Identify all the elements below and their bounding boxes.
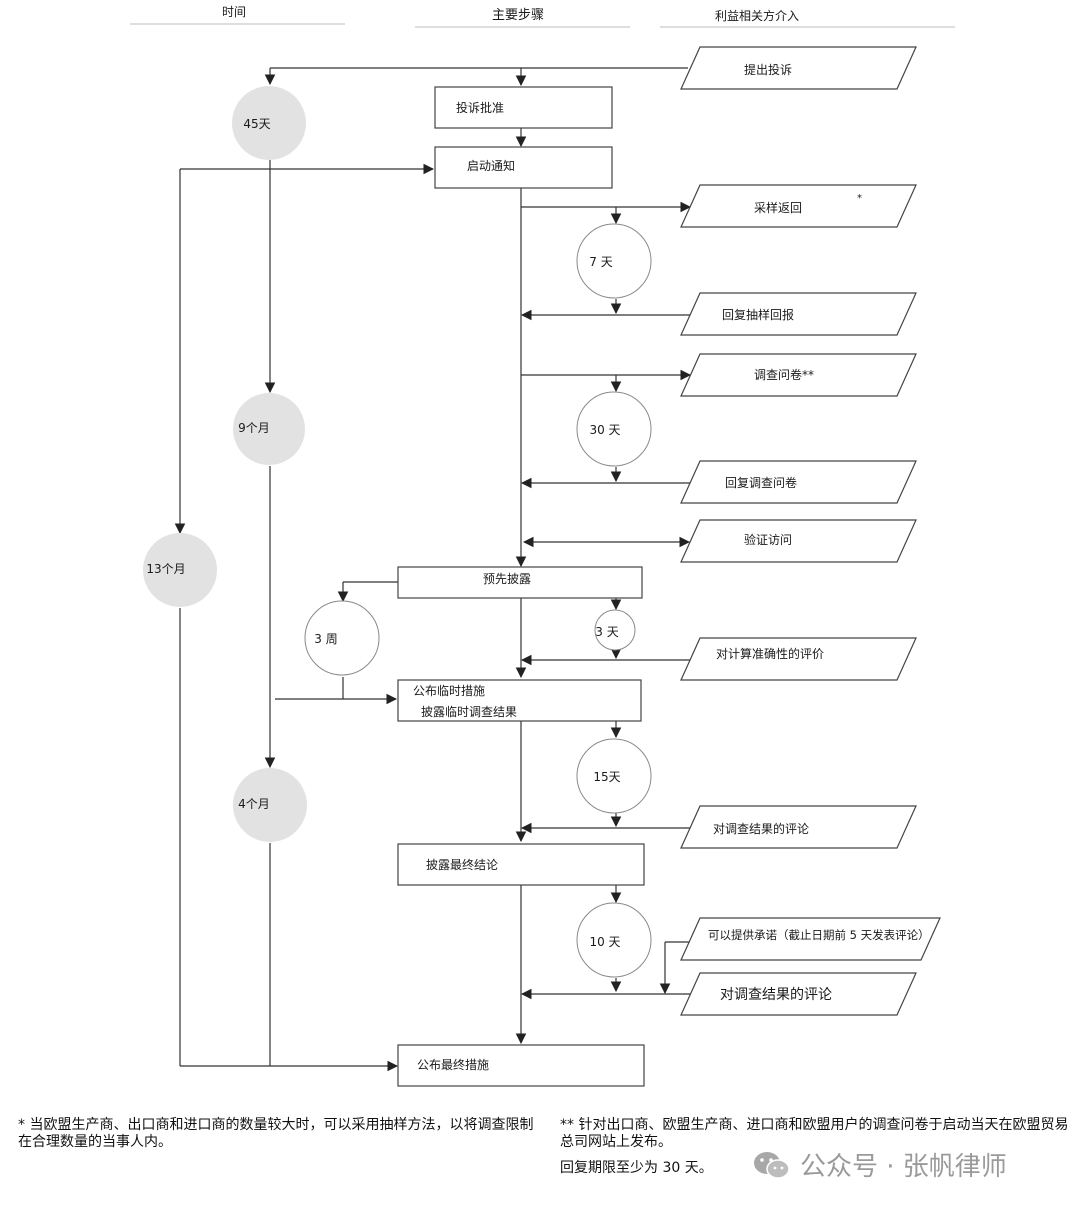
duration-7days-label: 7 天: [589, 255, 612, 269]
step-approve-label: 投诉批准: [456, 100, 504, 115]
step-box-approve: [434, 86, 613, 129]
wechat-icon: [754, 1151, 790, 1179]
stakeholder-final-comment-label: 对调查结果的评论: [720, 987, 832, 1003]
main-steps: 投诉批准 启动通知 预先披露 公布临时措施 披露临时调查结果 披露最终结论 公布…: [397, 86, 645, 1087]
watermark: 公众号 · 张帆律师: [752, 1146, 1007, 1183]
stakeholder-box-verification: [680, 519, 917, 563]
duration-13months-label: 13个月: [146, 562, 185, 576]
duration-circle-3weeks: [304, 600, 380, 676]
duration-circle-45days: [232, 86, 306, 160]
stakeholder-box-questionnaire: [680, 353, 917, 397]
stakeholder-verification-label: 验证访问: [744, 532, 792, 547]
stakeholder-box-questionnaire-reply: [680, 460, 917, 504]
stakeholder-box-calc-comment: [680, 637, 917, 681]
duration-circle-7days: [576, 223, 652, 299]
header-main-steps: 主要步骤: [492, 8, 544, 23]
step-box-provisional: [397, 679, 642, 722]
stakeholder-sampling-label: 采样返回: [754, 200, 802, 215]
duration-circle-9months: [233, 393, 305, 465]
duration-3weeks-label: 3 周: [314, 632, 337, 646]
stakeholder-box-complaint: [680, 46, 917, 90]
step-box-pre-disclosure: [397, 566, 643, 599]
duration-45days-label: 45天: [243, 117, 270, 131]
column-headers: 时间 主要步骤 利益相关方介入: [130, 5, 955, 28]
step-box-initiate: [434, 146, 613, 189]
duration-3days-label: 3 天: [595, 625, 618, 639]
duration-15days-label: 15天: [593, 770, 620, 784]
duration-circle-3days: [594, 609, 636, 651]
stakeholder-box-final-comment: [680, 972, 917, 1016]
footnote-questionnaire: ** 针对出口商、欧盟生产商、进口商和欧盟用户的调查问卷于启动当天在欧盟贸易总司…: [560, 1117, 1069, 1150]
stakeholder-questionnaire-label: 调查问卷**: [754, 367, 814, 382]
stakeholder-sampling-footnote-mark: *: [857, 193, 862, 204]
step-initiate-label: 启动通知: [467, 159, 515, 173]
main-connectors: [337, 68, 692, 1045]
stakeholder-box-findings-comment: [680, 805, 917, 849]
duration-circle-15days: [576, 738, 652, 814]
stakeholder-box-sampling: [680, 184, 917, 228]
stakeholder-calc-comment-label: 对计算准确性的评价: [716, 646, 824, 661]
stakeholder-complaint-label: 提出投诉: [744, 62, 792, 77]
stakeholder-findings-comment-label: 对调查结果的评论: [713, 821, 809, 836]
step-pre-disclosure-label: 预先披露: [483, 572, 531, 586]
header-stakeholders: 利益相关方介入: [715, 8, 799, 23]
step-final-measures-label: 公布最终措施: [417, 1057, 489, 1072]
watermark-text: 公众号 · 张帆律师: [800, 1152, 1007, 1182]
duration-circle-10days: [576, 902, 652, 978]
footnote-sampling: * 当欧盟生产商、出口商和进口商的数量较大时，可以采用抽样方法，以将调查限制在合…: [18, 1117, 534, 1150]
duration-9months-label: 9个月: [238, 421, 270, 435]
duration-30days-label: 30 天: [589, 423, 620, 437]
duration-circle-30days: [576, 391, 652, 467]
step-box-final-measures: [397, 1044, 645, 1087]
time-circles: 45天 9个月 13个月 4个月: [143, 86, 307, 842]
stakeholder-questionnaire-reply-label: 回复调查问卷: [725, 475, 797, 490]
step-final-disclosure-label: 披露最终结论: [426, 857, 498, 872]
footnote-reply-deadline: 回复期限至少为 30 天。: [560, 1160, 713, 1176]
duration-circle-13months: [143, 533, 217, 607]
step-box-final-disclosure: [397, 843, 645, 886]
stakeholder-sampling-reply-label: 回复抽样回报: [722, 307, 794, 322]
step-circles: 7 天 30 天 3 周 3 天 15天 10 天: [304, 223, 652, 978]
header-time: 时间: [222, 5, 246, 19]
duration-10days-label: 10 天: [589, 935, 620, 949]
step-provisional-label-1: 公布临时措施: [413, 684, 485, 698]
step-provisional-label-2: 披露临时调查结果: [421, 705, 517, 719]
stakeholder-actions: 提出投诉 采样返回 * 回复抽样回报 调查问卷** 回复调查问卷 验证访问 对计…: [680, 46, 941, 1016]
stakeholder-undertaking-label: 可以提供承诺（截止日期前 5 天发表评论）: [708, 928, 930, 942]
time-connectors: [174, 67, 688, 1072]
duration-4months-label: 4个月: [238, 797, 270, 811]
duration-circle-4months: [233, 768, 307, 842]
stakeholder-box-sampling-reply: [680, 292, 917, 336]
stakeholder-box-undertaking: [680, 917, 941, 961]
